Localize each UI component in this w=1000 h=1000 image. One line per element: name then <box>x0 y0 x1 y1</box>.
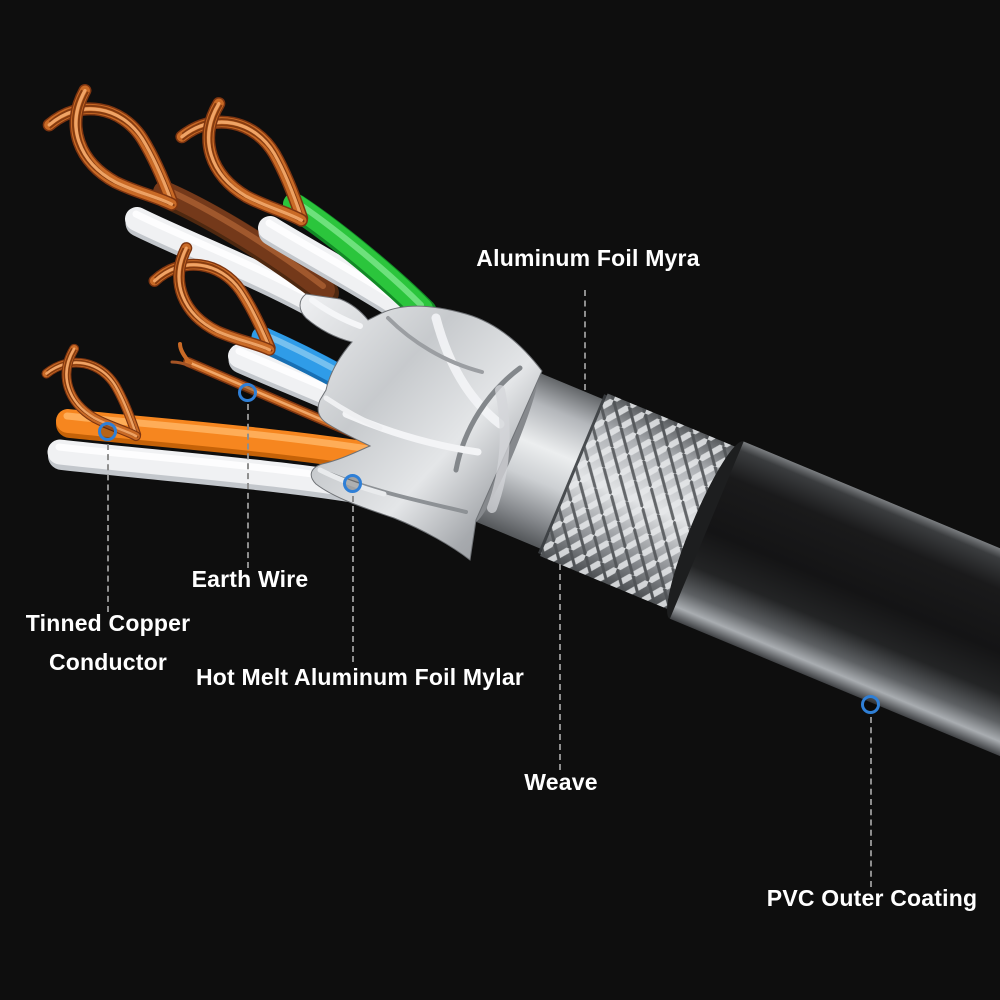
marker-earth-wire <box>238 383 257 402</box>
leader-line-hot-melt-aluminum-foil-mylar <box>352 496 354 662</box>
leader-line-tinned-copper-conductor <box>107 444 109 612</box>
leader-line-weave <box>559 564 561 770</box>
label-earth-wire: Earth Wire <box>191 566 309 592</box>
label-aluminum-foil-myra: Aluminum Foil Myra <box>476 245 700 271</box>
label-hot-melt-aluminum-foil-mylar: Hot Melt Aluminum Foil Mylar <box>195 664 525 690</box>
leader-line-pvc-outer-coating <box>870 717 872 887</box>
marker-hot-melt-aluminum-foil-mylar <box>343 474 362 493</box>
marker-pvc-outer-coating <box>861 695 880 714</box>
copper-tip-brown-pair <box>42 87 185 205</box>
foil-bundle <box>299 293 543 561</box>
leader-line-aluminum-foil-myra <box>584 290 586 390</box>
label-pvc-outer-coating: PVC Outer Coating <box>766 885 978 911</box>
leader-line-earth-wire <box>247 404 249 568</box>
marker-tinned-copper-conductor <box>98 422 117 441</box>
label-tinned-copper-line2: Conductor <box>48 649 168 675</box>
foil-collar <box>474 371 605 550</box>
label-tinned-copper-conductor: Tinned Copper Conductor <box>26 604 190 682</box>
copper-tip-orange-pair <box>39 345 149 437</box>
cable-body <box>474 371 1000 888</box>
pvc-jacket <box>669 441 1000 888</box>
label-tinned-copper-line1: Tinned Copper <box>25 610 191 636</box>
label-weave: Weave <box>524 769 598 795</box>
